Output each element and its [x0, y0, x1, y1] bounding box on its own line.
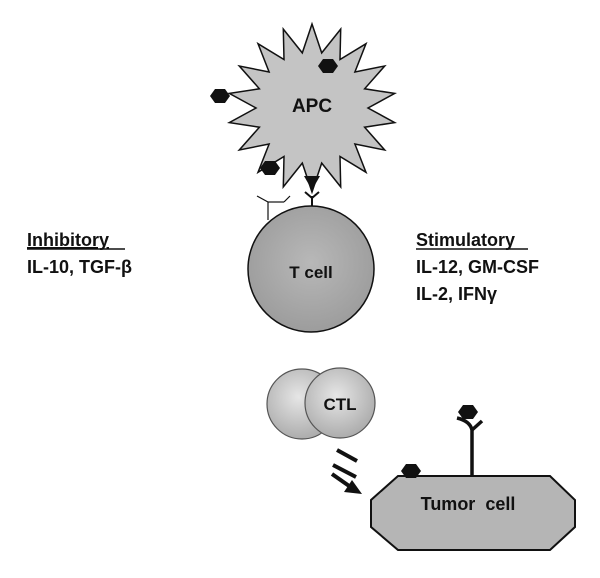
- tumor-receptor-icon: [456, 416, 484, 476]
- ctl-front-circle: [304, 367, 376, 439]
- antigen-hexagon-icon: [318, 59, 338, 73]
- inhibitory-heading: Inhibitory: [27, 230, 109, 250]
- inhibitory-cytokines: IL-10, TGF-β: [27, 257, 132, 277]
- t-cell: T cell: [247, 205, 375, 333]
- antigen-hexagon-icon: [210, 89, 230, 103]
- t-cell-inhibitory-receptor-icon: [256, 195, 291, 220]
- antigen-hexagon-icon: [458, 405, 478, 419]
- tumor-cell-body: [370, 475, 576, 551]
- apc-arrow-icon: [304, 176, 320, 190]
- antigen-hexagon-icon: [260, 161, 280, 175]
- stimulatory-cytokines-line-2: IL-2, IFNγ: [416, 284, 497, 304]
- apc-cell: APC: [226, 21, 398, 195]
- ctl-label: CTL: [323, 395, 356, 414]
- t-cell-label: T cell: [289, 263, 332, 282]
- t-cell-body: [247, 205, 375, 333]
- attack-arrowhead-icon: [344, 480, 362, 494]
- tumor-cell-label: Tumor cell: [421, 494, 516, 514]
- tumor-cell: Tumor cell: [370, 464, 576, 551]
- stimulatory-heading: Stimulatory: [416, 230, 515, 250]
- antigen-hexagon-icon: [401, 464, 421, 478]
- apc-label: APC: [292, 96, 332, 117]
- stimulatory-cytokines-line-1: IL-12, GM-CSF: [416, 257, 539, 277]
- apc-starburst-shape: [226, 21, 398, 195]
- ctl-cell: CTL: [266, 367, 376, 440]
